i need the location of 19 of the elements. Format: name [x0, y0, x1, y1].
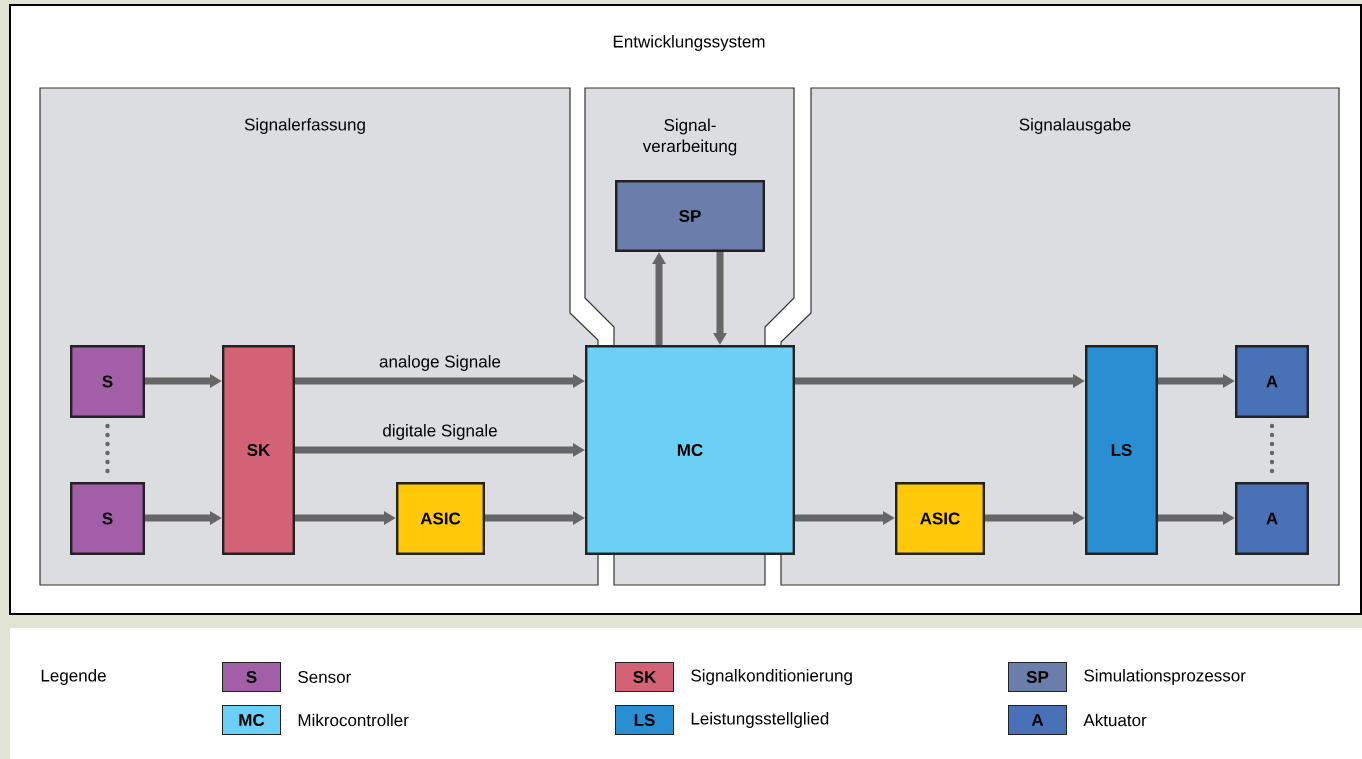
legend-text: Sensor: [298, 671, 351, 683]
block-box: SP: [615, 180, 765, 252]
edge-label: analoge Signale: [377, 353, 503, 373]
block-box: ASIC: [895, 482, 985, 555]
block-box: SK: [222, 345, 295, 555]
legend-text: Signalkonditionierung: [691, 669, 852, 685]
legend-heading: Legende: [41, 669, 106, 685]
block-box: ASIC: [396, 482, 485, 555]
legend-text: Mikrocontroller: [298, 713, 409, 727]
block-box: S: [70, 482, 145, 555]
legend-text: Leistungsstellglied: [691, 712, 829, 728]
block-box: MC: [585, 345, 795, 555]
block-box: A: [1235, 345, 1309, 418]
block-box: S: [70, 345, 145, 418]
block-box: A: [1235, 482, 1309, 555]
legend-text: Aktuator: [1083, 713, 1147, 727]
legend-text: Simulationsprozessor: [1084, 669, 1246, 685]
edge-label: digitale Signale: [380, 422, 500, 442]
block-box: LS: [1085, 345, 1158, 555]
